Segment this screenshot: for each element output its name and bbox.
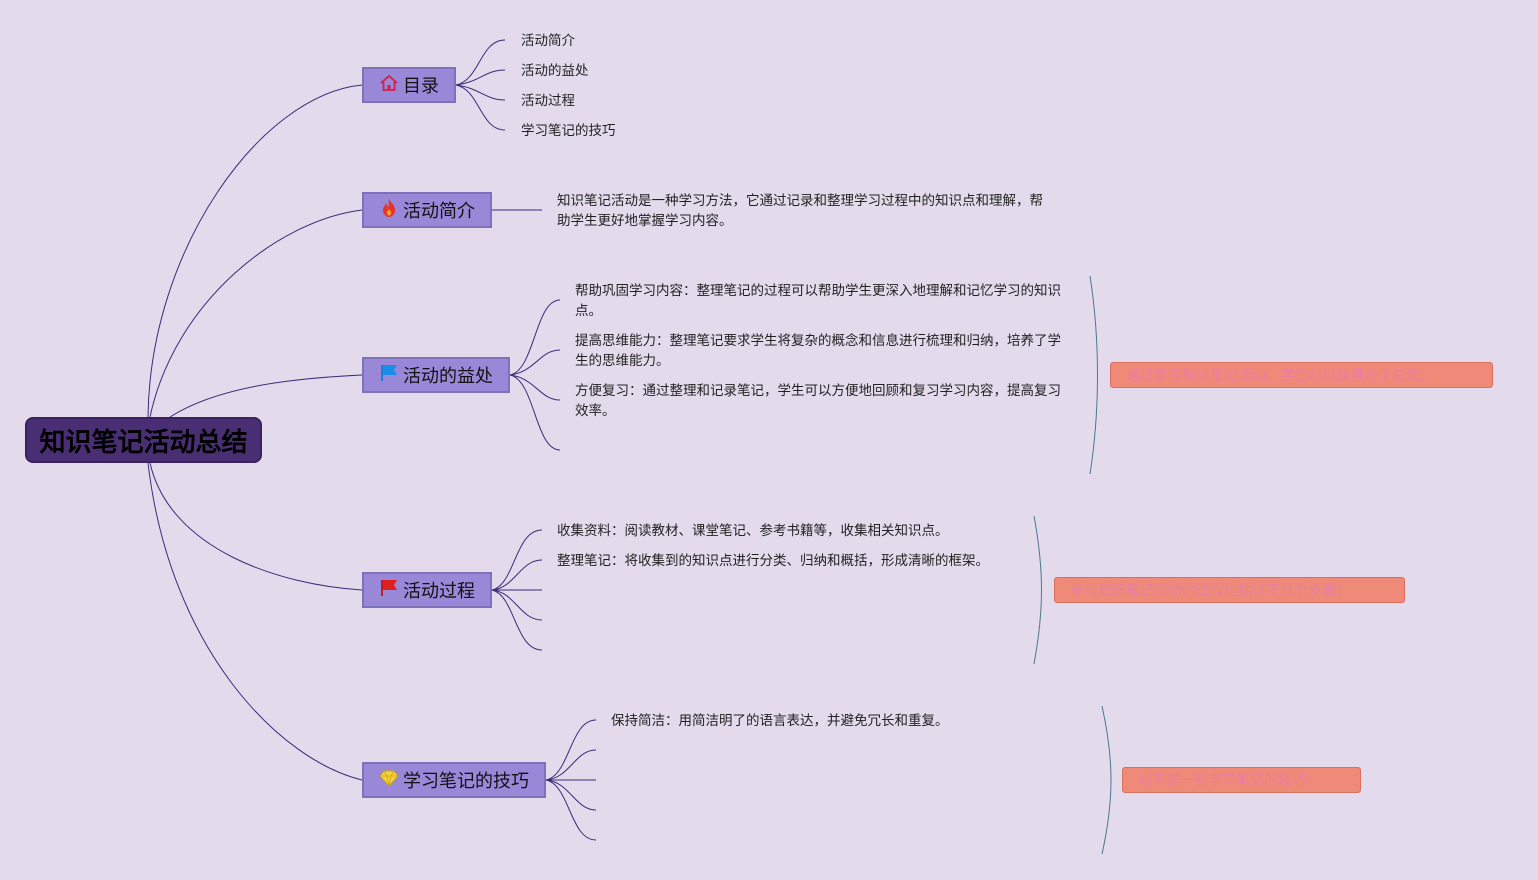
topic-contents[interactable]: 目录 — [362, 67, 456, 103]
list-item: 学习笔记的技巧 — [521, 123, 616, 139]
summary-label: 通过参与知识笔记活动，学生可以获得以下益处： — [1126, 368, 1434, 384]
list-item: 活动过程 — [521, 93, 575, 109]
list-item: 方便复习：通过整理和记录笔记，学生可以方便地回顾和复习学习内容，提高复习效率。 — [575, 383, 1061, 419]
topic-tips[interactable]: 学习笔记的技巧 — [362, 762, 546, 798]
list-item: 活动简介 — [521, 33, 575, 49]
list-item: 提高思维能力：整理笔记要求学生将复杂的概念和信息进行梳理和归纳，培养了学生的思维… — [575, 333, 1061, 369]
summary-label: 以下是一些学习笔记的技巧： — [1138, 773, 1320, 789]
summary-label: 参与知识笔记活动的过程包括以下几个步骤： — [1070, 583, 1350, 599]
list-item: 保持简洁：用简洁明了的语言表达，并避免冗长和重复。 — [611, 713, 949, 729]
list-item: 活动的益处 — [521, 63, 589, 79]
home-icon — [379, 74, 399, 97]
red-flag-icon — [379, 578, 399, 603]
topic-benefits[interactable]: 活动的益处 — [362, 357, 510, 393]
topic-introduction[interactable]: 活动简介 — [362, 192, 492, 228]
root-topic[interactable]: 知识笔记活动总结 — [25, 417, 262, 463]
diamond-icon — [379, 769, 399, 792]
root-title: 知识笔记活动总结 — [39, 427, 248, 458]
topic-process[interactable]: 活动过程 — [362, 572, 492, 608]
list-item: 收集资料：阅读教材、课堂笔记、参考书籍等，收集相关知识点。 — [557, 523, 949, 539]
topic-label: 活动过程 — [403, 581, 475, 602]
list-item: 帮助巩固学习内容：整理笔记的过程可以帮助学生更深入地理解和记忆学习的知识点。 — [575, 283, 1061, 319]
summary-process[interactable]: 参与知识笔记活动的过程包括以下几个步骤： — [1054, 577, 1405, 603]
introduction-text: 知识笔记活动是一种学习方法，它通过记录和整理学习过程中的知识点和理解，帮助学生更… — [557, 193, 1043, 229]
summary-tips[interactable]: 以下是一些学习笔记的技巧： — [1122, 767, 1361, 793]
topic-label: 目录 — [403, 76, 439, 97]
fire-icon — [379, 198, 399, 223]
summary-benefits[interactable]: 通过参与知识笔记活动，学生可以获得以下益处： — [1110, 362, 1493, 388]
topic-label: 活动简介 — [403, 201, 475, 222]
topic-label: 学习笔记的技巧 — [403, 771, 529, 792]
list-item: 整理笔记：将收集到的知识点进行分类、归纳和概括，形成清晰的框架。 — [557, 553, 989, 569]
blue-flag-icon — [379, 363, 399, 388]
topic-label: 活动的益处 — [403, 366, 493, 387]
